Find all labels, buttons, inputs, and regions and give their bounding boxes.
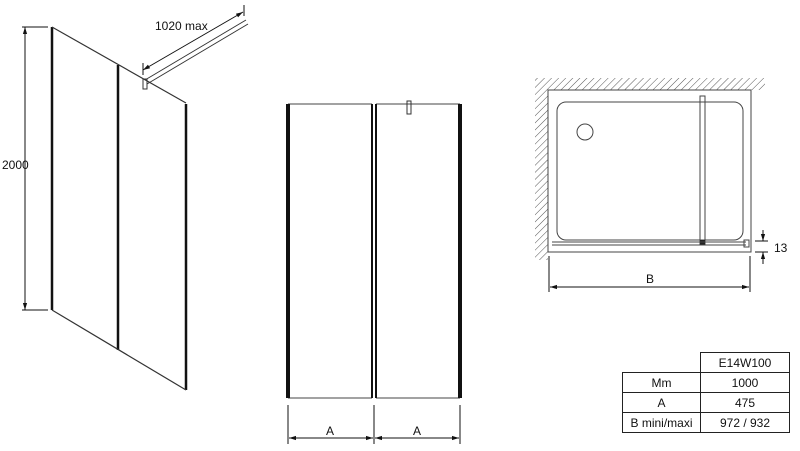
plan-view: B 13	[535, 78, 788, 292]
height-label: 2000	[2, 158, 29, 172]
table-header-row: E14W100	[623, 352, 790, 373]
gap-label: 13	[774, 241, 788, 255]
drain-icon	[576, 123, 594, 141]
table-row: A 475	[622, 392, 790, 413]
side-view: 1020 max 2000	[2, 5, 249, 391]
width-b-label: B	[646, 272, 654, 286]
model-header: E14W100	[700, 352, 790, 373]
dim-a-right: A	[413, 424, 421, 438]
table-row: B mini/maxi 972 / 932	[622, 412, 790, 433]
table-row: Mm 1000	[622, 372, 790, 393]
dim-a-left: A	[326, 424, 334, 438]
wall-bracket	[406, 100, 412, 115]
spec-table: E14W100 Mm 1000 A 475 B mini/maxi 972 / …	[622, 352, 790, 433]
arm-length-label: 1020 max	[155, 19, 208, 33]
front-view: A A	[286, 100, 462, 444]
